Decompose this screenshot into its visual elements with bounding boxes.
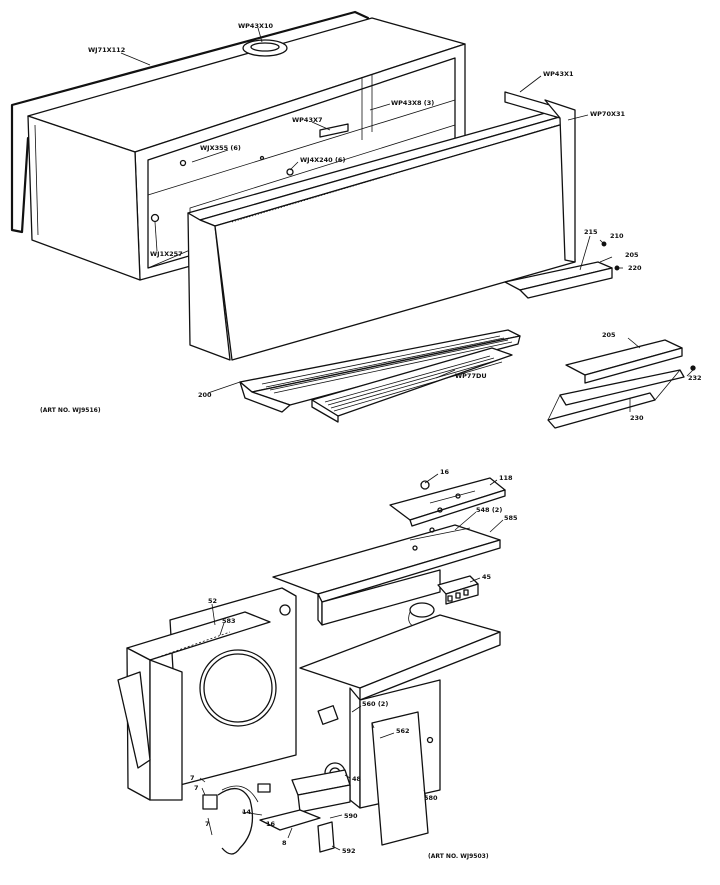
label-7b: 7 [194, 784, 199, 792]
capacitor [317, 705, 339, 725]
label-200: 200 [198, 391, 212, 399]
label-205b: 205 [602, 331, 616, 339]
label-562: 562 [396, 727, 410, 735]
label-52: 52 [208, 597, 217, 605]
switch-block [437, 575, 479, 605]
discharge-grille [239, 329, 521, 413]
label-45: 45 [482, 573, 492, 581]
label-205: 205 [625, 251, 639, 259]
label-16b: 16 [266, 820, 276, 828]
label-592: 592 [342, 847, 356, 855]
label-7a: 7 [190, 774, 195, 782]
label-7c: 7 [205, 820, 210, 828]
label-14: 14 [242, 808, 252, 816]
control-panel-shelf [272, 524, 501, 626]
label-wj71x112: WJ71X112 [88, 46, 125, 54]
label-580: 580 [424, 794, 438, 802]
top-leaders [120, 27, 694, 412]
art-number-top: (ART NO. WJ9516) [40, 407, 101, 414]
label-wj4x240: WJ4X240 (6) [300, 156, 345, 164]
bottom-leaders [199, 473, 504, 851]
intake-filter [311, 347, 513, 423]
label-585: 585 [504, 514, 518, 522]
label-wp43x8: WP43X8 (3) [391, 99, 434, 107]
side-cover-and-bracket [547, 339, 696, 429]
label-583: 583 [222, 617, 236, 625]
label-wp43x1: WP43X1 [543, 70, 574, 78]
label-548: 548 (2) [476, 506, 502, 514]
control-cover-parts [504, 241, 620, 299]
label-230: 230 [630, 414, 644, 422]
wiring-and-terminal [202, 783, 335, 855]
label-220: 220 [628, 264, 642, 272]
label-118: 118 [499, 474, 513, 482]
blower-housing [117, 587, 297, 801]
motor-and-fan [291, 762, 351, 813]
front-grille-panel [187, 91, 576, 361]
art-number-bottom: (ART NO. WJ9503) [428, 853, 489, 860]
label-wp70x31: WP70X31 [590, 110, 626, 118]
top-labels: WP43X10 WJ71X112 WP43X1 WP70X31 WP43X8 (… [40, 22, 702, 422]
label-48: 48 [352, 775, 362, 783]
access-cover [371, 711, 434, 846]
label-232: 232 [688, 374, 702, 382]
bottom-labels: 16 118 548 (2) 585 45 52 583 560 (2) 562… [190, 468, 518, 860]
label-wj1x257: WJ1X257 [150, 250, 183, 258]
label-215: 215 [584, 228, 598, 236]
control-cover-plate [389, 477, 506, 527]
label-210: 210 [610, 232, 624, 240]
label-590: 590 [344, 812, 358, 820]
label-16: 16 [440, 468, 450, 476]
label-wp77du: WP77DU [455, 372, 487, 380]
label-8: 8 [282, 839, 287, 847]
label-wjx355: WJX355 (6) [200, 144, 241, 152]
label-wp43x10: WP43X10 [238, 22, 274, 30]
label-wp43x7: WP43X7 [292, 116, 323, 124]
label-560: 560 (2) [362, 700, 388, 708]
